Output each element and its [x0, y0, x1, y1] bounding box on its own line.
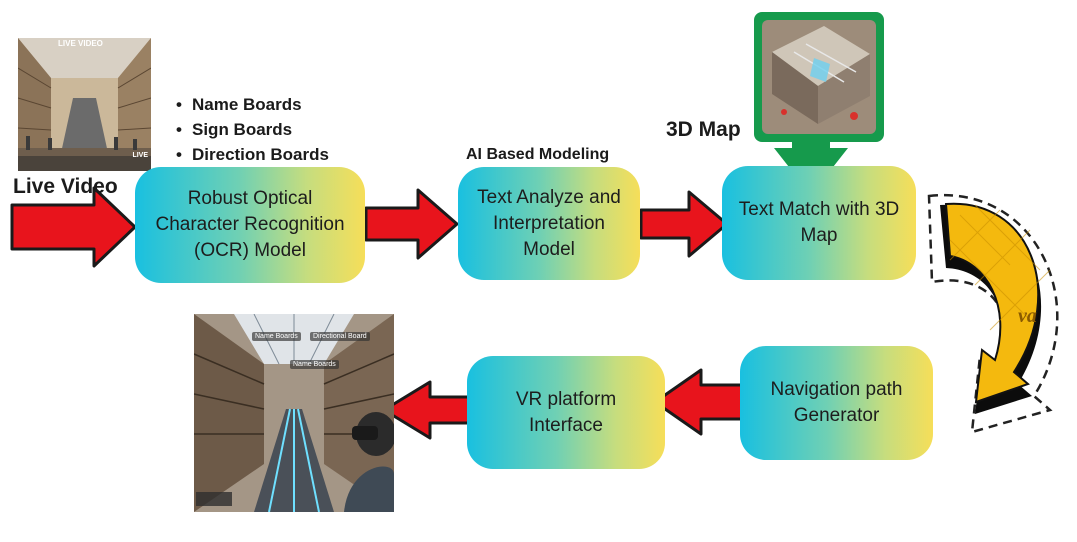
text-analyze-text: Text Analyze and Interpretation Model	[477, 186, 621, 260]
text-analyze-box: Text Analyze and Interpretation Model	[458, 167, 640, 280]
arrow-vr-to-image	[382, 380, 478, 440]
ocr-model-text: Robust Optical Character Recognition (OC…	[155, 188, 345, 261]
curved-arrow-match-to-nav: va	[927, 193, 1059, 434]
arrow-live-to-ocr	[10, 186, 137, 268]
vr-label-2: Directional Board	[310, 332, 370, 341]
text-match-box: Text Match with 3D Map	[722, 166, 916, 280]
navigation-path-box: Navigation path Generator	[740, 346, 933, 460]
live-corner-text: LIVE	[132, 152, 148, 159]
arrow-analyze-to-match	[639, 190, 729, 258]
bullet-name-boards: Name Boards	[176, 92, 329, 117]
navigation-path-text: Navigation path Generator	[770, 379, 903, 426]
ai-modeling-label: AI Based Modeling	[466, 146, 610, 163]
vr-label-1: Name Boards	[252, 332, 301, 341]
text-match-text: Text Match with 3D Map	[738, 199, 900, 246]
watermark-text: va	[1018, 305, 1037, 327]
live-banner-text: LIVE VIDEO	[58, 39, 103, 48]
arrow-nav-to-vr	[653, 368, 752, 436]
ocr-model-box: Robust Optical Character Recognition (OC…	[135, 167, 365, 283]
arrow-ocr-to-analyze	[364, 188, 459, 260]
vr-platform-text: VR platform Interface	[515, 388, 617, 436]
vr-label-3: Name Boards	[290, 360, 339, 369]
board-types-list: Name Boards Sign Boards Direction Boards	[176, 92, 329, 167]
vr-platform-box: VR platform Interface	[467, 356, 665, 469]
bullet-direction-boards: Direction Boards	[176, 142, 329, 167]
vr-image: Name Boards Directional Board Name Board…	[194, 314, 394, 512]
live-video-label: Live Video	[13, 175, 118, 198]
live-video-image: LIVE VIDEO LIVE	[18, 38, 151, 171]
bullet-sign-boards: Sign Boards	[176, 117, 329, 142]
map-3d-image	[754, 12, 884, 142]
map-3d-label: 3D Map	[666, 118, 741, 141]
